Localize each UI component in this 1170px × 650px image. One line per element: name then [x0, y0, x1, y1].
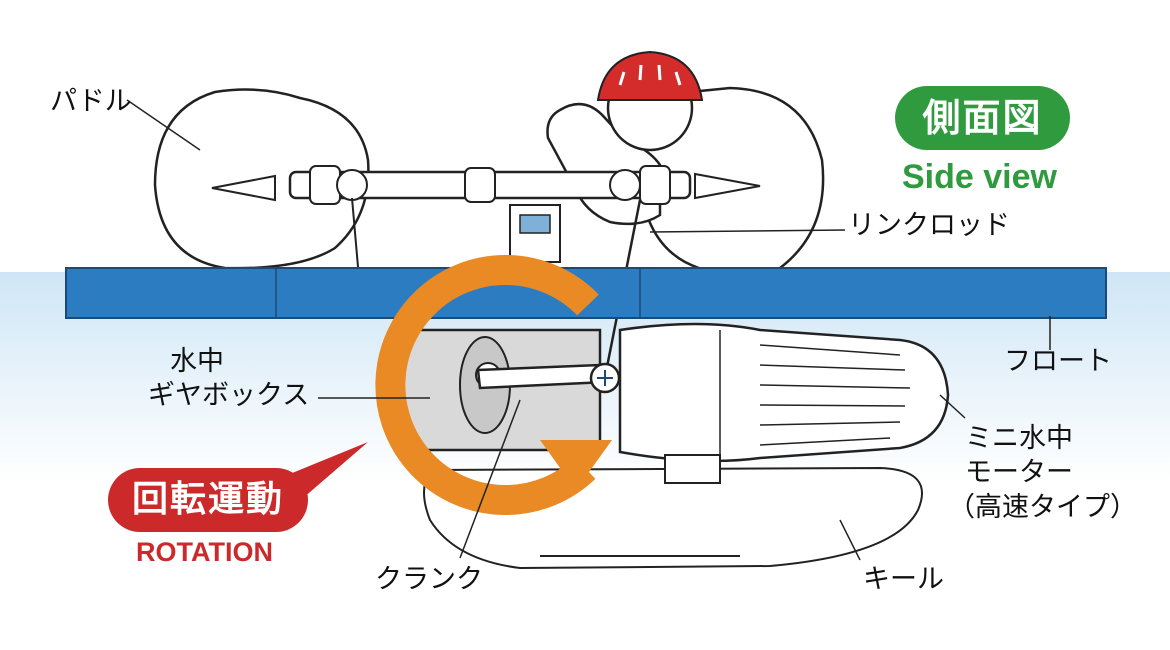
label-keel: キール: [863, 564, 944, 595]
label-link-rod: リンクロッド: [848, 210, 1010, 241]
side-view-badge: 側面図: [895, 86, 1070, 150]
label-motor-line2: モーター: [965, 457, 1073, 488]
rotation-badge: 回転運動: [108, 468, 308, 532]
helmet: [596, 50, 704, 101]
leader-motor: [939, 394, 966, 419]
side-view-english: Side view: [902, 158, 1057, 196]
leader-crank: [459, 399, 521, 559]
label-motor-line1: ミニ水中: [965, 423, 1073, 454]
label-gearbox-line2: ギヤボックス: [148, 380, 310, 411]
label-motor-line3: （高速タイプ）: [948, 492, 1137, 523]
rotation-arrow: [375, 255, 599, 515]
label-gearbox-line1: 水中: [170, 346, 224, 377]
rotation-english: ROTATION: [136, 537, 273, 567]
motor: [618, 322, 950, 463]
label-paddle: パドル: [50, 86, 132, 117]
leader-paddle: [126, 99, 201, 151]
leader-keel: [839, 519, 861, 561]
label-crank: クランク: [375, 564, 483, 595]
leader-link-rod: [649, 229, 846, 233]
label-float: フロート: [1004, 346, 1112, 377]
